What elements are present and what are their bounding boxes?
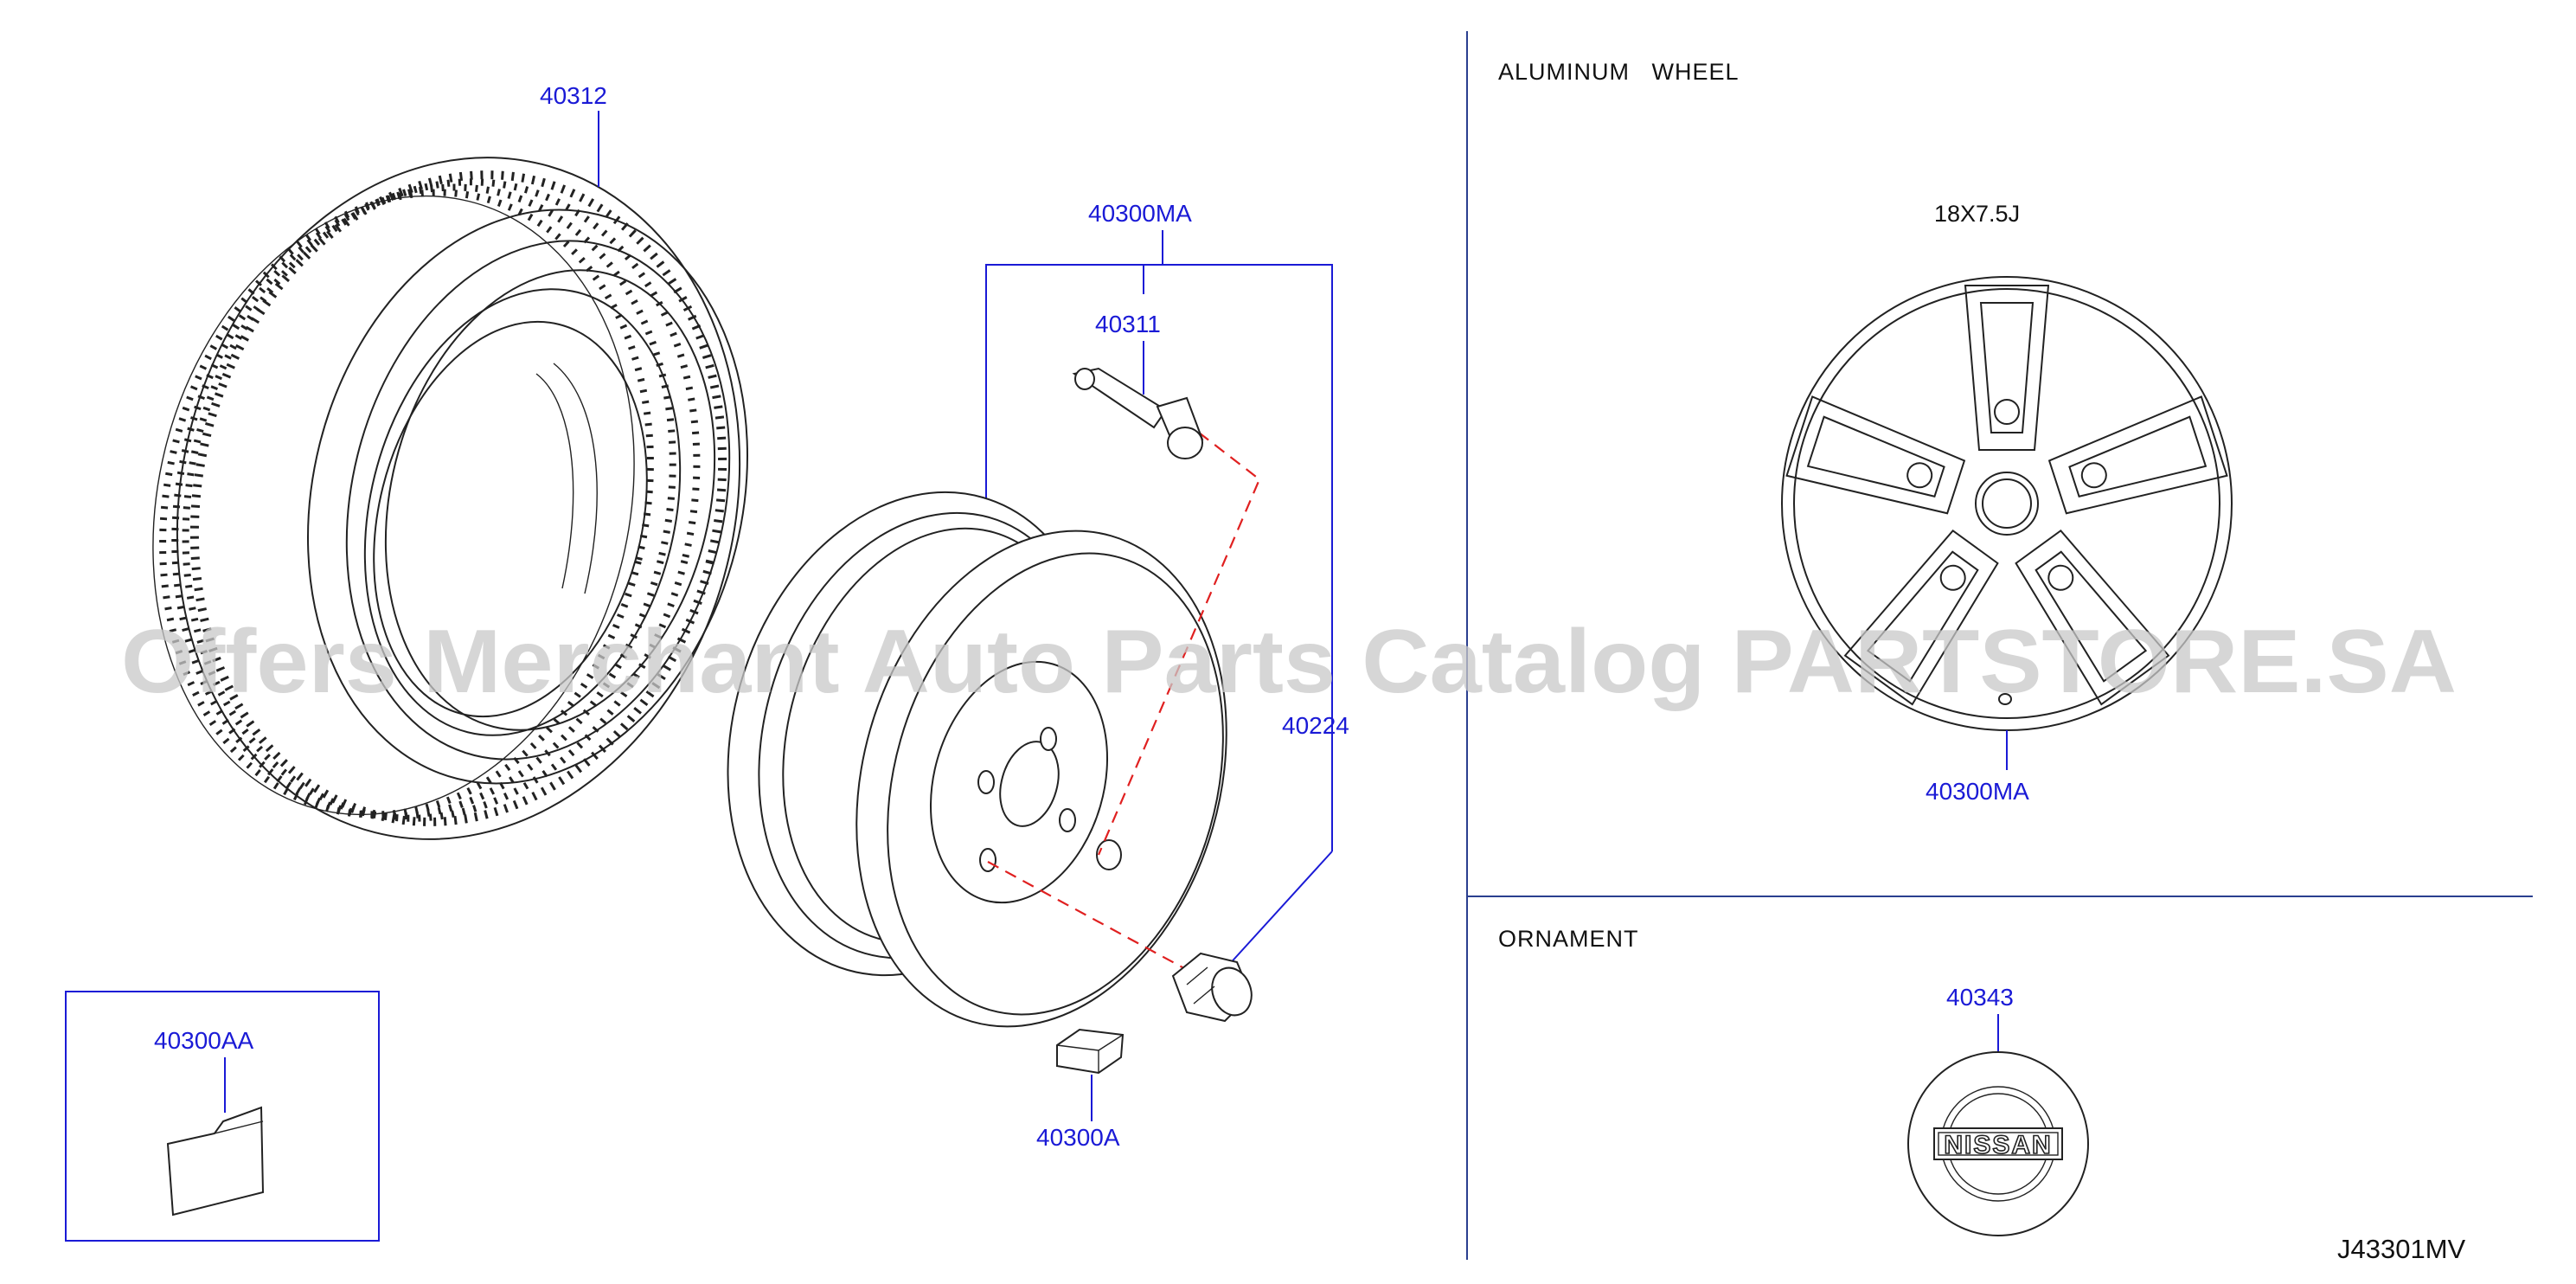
balance-weight-box: [65, 991, 380, 1242]
wheel-assembly-bracket: [985, 264, 1333, 851]
valve-hidden-line: [1097, 432, 1261, 856]
tire-part-number[interactable]: 40312: [540, 82, 607, 109]
wheel-size-label: 18X7.5J: [1934, 201, 2020, 227]
aluminum-wheel-part-number[interactable]: 40300MA: [1926, 778, 2029, 805]
valve-part-number[interactable]: 40311: [1095, 311, 1161, 337]
valve-drawing[interactable]: [1072, 367, 1204, 459]
nut-part-number[interactable]: 40224: [1282, 712, 1349, 739]
ornament-emblem[interactable]: NISSAN: [1907, 1051, 2089, 1236]
aluminum-wheel-title: ALUMINUM WHEEL: [1498, 59, 1740, 85]
tire-drawing[interactable]: [90, 97, 811, 899]
ornament-part-number[interactable]: 40343: [1946, 984, 2014, 1011]
wheel-assembly-part-number[interactable]: 40300MA: [1088, 200, 1192, 227]
emblem-text: NISSAN: [1944, 1131, 2052, 1159]
nut-drawing[interactable]: [1171, 952, 1258, 1023]
ornament-title: ORNAMENT: [1498, 926, 1639, 952]
diagram-code: J43301MV: [2337, 1234, 2466, 1264]
balance-weight-part-number[interactable]: 40300A: [1036, 1124, 1120, 1151]
steel-wheel-drawing[interactable]: [673, 447, 1283, 1070]
nut-leader: [1226, 851, 1333, 968]
balance-weight-box-part-number[interactable]: 40300AA: [154, 1027, 254, 1054]
spoke-group: [1785, 285, 2228, 706]
balance-weight-piece-drawing[interactable]: [166, 1106, 265, 1217]
balance-weight-drawing[interactable]: [1056, 1028, 1125, 1075]
watermark-text: Offers Merchant Auto Parts Catalog PARTS…: [121, 612, 2457, 712]
